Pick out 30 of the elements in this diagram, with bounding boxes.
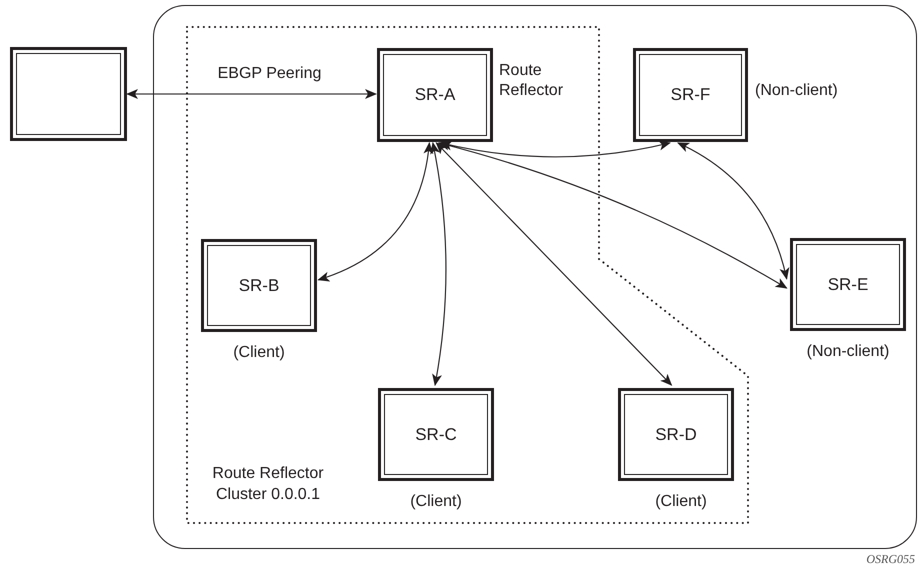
connector-arrow xyxy=(126,89,377,99)
cluster-label: Route Reflector Cluster 0.0.0.1 xyxy=(211,464,325,505)
router-label: SR-C xyxy=(415,424,457,444)
router-box xyxy=(378,388,494,481)
figure-id: OSRG055 xyxy=(866,552,915,567)
cluster-region xyxy=(186,26,749,524)
edge-label: EBGP Peering xyxy=(216,65,324,83)
connector-arrow xyxy=(430,142,446,386)
role-label: Route Reflector xyxy=(499,61,564,101)
router-label: SR-E xyxy=(828,274,868,294)
router-box xyxy=(633,48,748,142)
router-label: SR-F xyxy=(670,85,710,105)
router-box xyxy=(201,239,317,332)
router-box xyxy=(790,238,906,331)
connector-arrow xyxy=(677,142,789,280)
role-label: (Client) xyxy=(409,492,463,512)
connector-arrow xyxy=(438,140,788,289)
network-boundary xyxy=(153,5,917,549)
router-box xyxy=(10,47,127,141)
connector-arrow xyxy=(436,142,672,386)
connector-arrow xyxy=(317,142,433,281)
router-box xyxy=(377,48,493,142)
role-label: (Client) xyxy=(654,492,708,512)
router-box xyxy=(618,388,734,481)
router-label: SR-A xyxy=(414,85,456,105)
role-label: (Non-client) xyxy=(806,342,890,362)
role-label: (Client) xyxy=(232,343,286,363)
router-label: SR-B xyxy=(238,276,280,296)
router-label: SR-D xyxy=(655,424,697,444)
role-label: (Non-client) xyxy=(755,81,839,101)
